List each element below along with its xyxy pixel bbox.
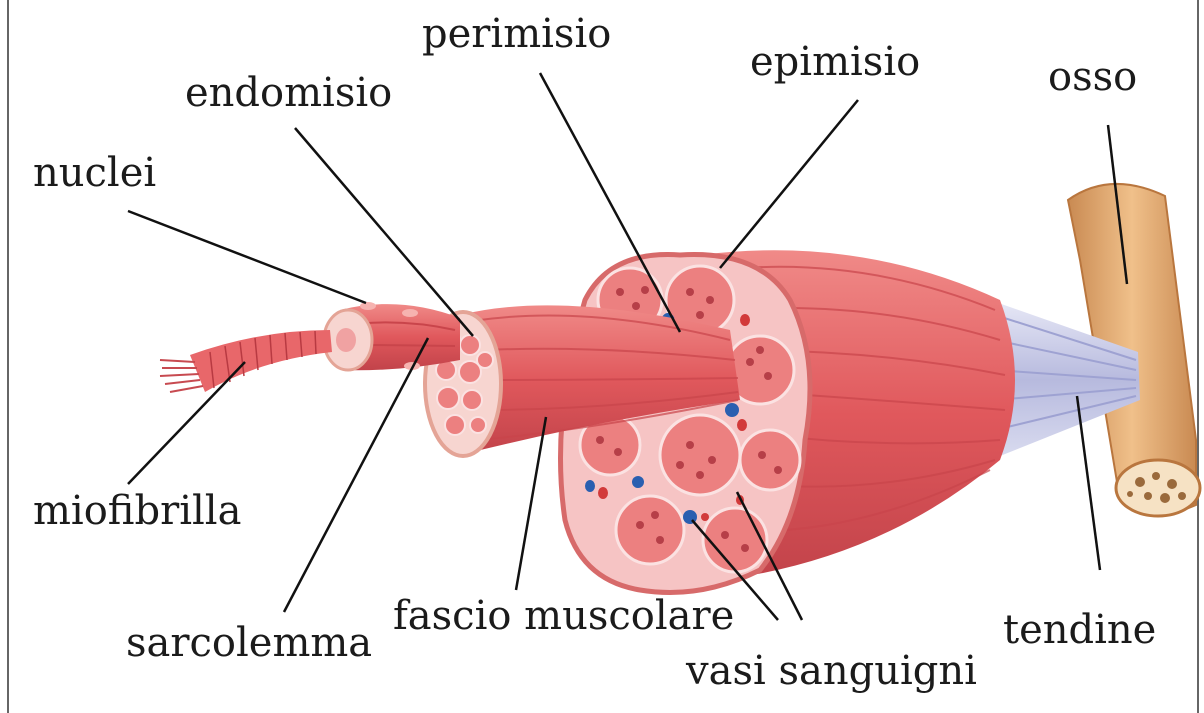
label-epimisio: epimisio	[750, 42, 920, 82]
label-miofibrilla: miofibrilla	[33, 491, 241, 531]
muscle-fiber	[324, 302, 460, 370]
label-sarcolemma: sarcolemma	[126, 623, 372, 663]
myofibril	[160, 330, 332, 392]
label-fascio-muscolare: fascio muscolare	[393, 596, 734, 636]
label-endomisio: endomisio	[185, 73, 392, 113]
label-nuclei: nuclei	[33, 153, 156, 193]
label-vasi-sanguigni: vasi sanguigni	[686, 651, 977, 691]
label-osso: osso	[1048, 57, 1137, 97]
label-tendine: tendine	[1003, 610, 1156, 650]
label-perimisio: perimisio	[422, 14, 611, 54]
